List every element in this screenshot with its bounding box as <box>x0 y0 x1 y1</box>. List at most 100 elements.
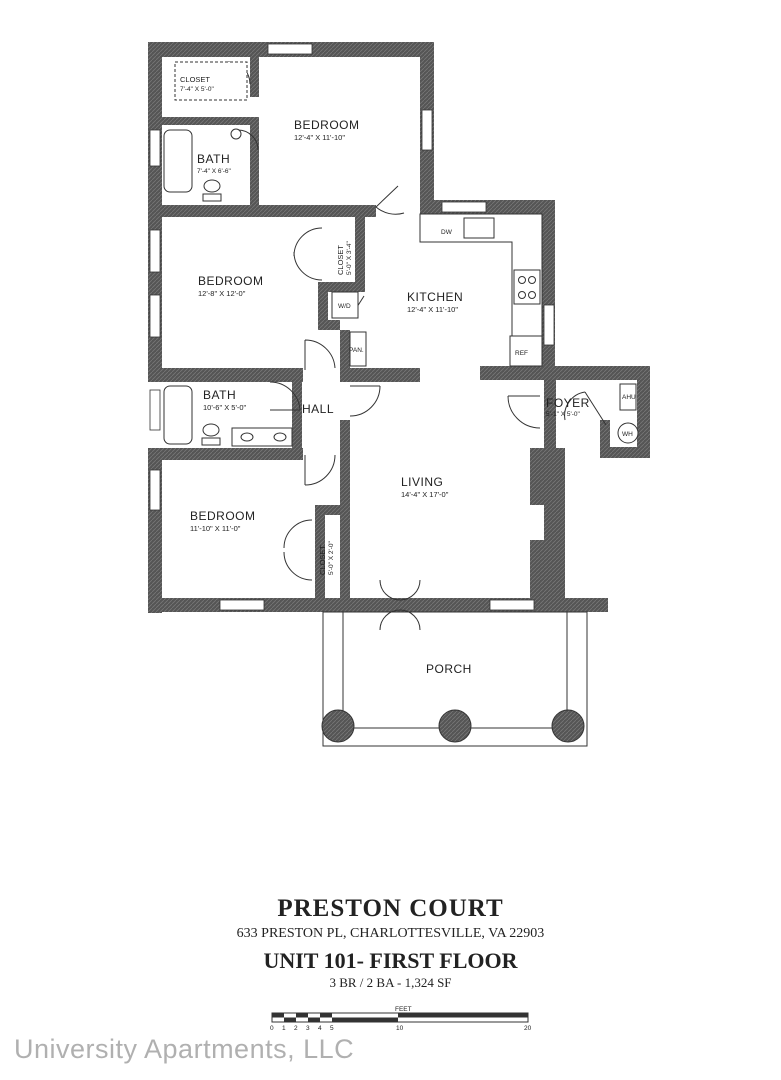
wall-hall-top-r <box>340 368 420 382</box>
ahu-label: AHU <box>622 394 636 401</box>
scale-segment <box>296 1013 308 1018</box>
toilet-tank-mid <box>201 437 221 446</box>
window <box>267 43 313 55</box>
wall-closet-right <box>250 57 259 97</box>
doors <box>227 61 607 631</box>
unit-summary: 3 BR / 2 BA - 1,324 SF <box>329 975 452 990</box>
wall-foyer-top <box>480 366 650 380</box>
scale-tick-label: 4 <box>318 1025 322 1032</box>
building-name: PRESTON COURT <box>277 895 504 922</box>
window <box>441 201 487 213</box>
scale-tick-label: 3 <box>306 1025 310 1032</box>
porch <box>321 611 588 747</box>
bath-mid-dims: 10'-6" X 5'-0" <box>203 403 247 412</box>
burner <box>518 276 526 284</box>
kitchen-name: KITCHEN <box>407 290 463 304</box>
pantry-label: PAN. <box>349 347 364 354</box>
wall-pan <box>340 330 350 370</box>
wall-hall-top <box>148 368 303 382</box>
wall-wd-bottom <box>318 320 340 330</box>
door-bedroom2 <box>304 339 336 370</box>
scale-segment <box>320 1013 332 1018</box>
porch-column <box>438 709 472 743</box>
window <box>219 599 265 611</box>
porch-label: PORCH <box>426 662 472 676</box>
window <box>421 109 433 151</box>
bath-mid-name: BATH <box>203 388 236 402</box>
toilet-tank-top <box>202 193 222 202</box>
scale-label: FEET <box>395 1006 412 1013</box>
bedroom-2-dims: 12'-8" X 12'-0" <box>198 289 246 298</box>
burner <box>518 291 526 299</box>
bathtub-mid <box>163 385 193 445</box>
dw-label: DW <box>441 229 453 236</box>
door-bath-mid <box>269 381 301 411</box>
toilet-mid <box>202 423 220 437</box>
wall-foyer-mid <box>600 420 610 458</box>
sink-top <box>230 128 242 140</box>
wd-label: W/D <box>338 303 351 310</box>
door-hall-kitchen <box>349 385 381 417</box>
porch-outline <box>322 611 588 747</box>
door-foyer <box>507 395 541 429</box>
closet-mid-dims: 5'-0" X 3'-4" <box>346 240 353 275</box>
wall-foyer-right <box>637 366 650 458</box>
range <box>513 269 541 305</box>
wall-bath-top-right <box>250 117 259 207</box>
wall-wd-left <box>318 282 328 327</box>
kitchen-sink <box>463 217 495 239</box>
wall-bedroom2-right <box>355 212 365 282</box>
scale-segment <box>308 1017 320 1022</box>
wall-bottom <box>148 598 608 612</box>
ahu-unit <box>619 383 637 411</box>
scale-segment <box>398 1013 528 1018</box>
window <box>149 469 161 511</box>
scale-segment <box>272 1013 284 1018</box>
scale-segment <box>284 1017 296 1022</box>
door-bedroom3 <box>304 454 336 486</box>
burner <box>528 291 536 299</box>
wall-closet-bot-top <box>315 505 347 515</box>
scale-tick-label: 0 <box>270 1025 274 1032</box>
hall-label: HALL <box>302 402 334 416</box>
scale-tick-label: 20 <box>524 1025 532 1032</box>
bedroom-3-name: BEDROOM <box>190 509 256 523</box>
bath-top-name: BATH <box>197 152 230 166</box>
wall-bedroom1-bottom <box>148 205 376 217</box>
scale-tick-label: 2 <box>294 1025 298 1032</box>
scale-tick-label: 10 <box>396 1025 404 1032</box>
door-closet-mid <box>293 227 323 281</box>
closet-bot-name: CLOSET <box>318 545 327 575</box>
door-foyer-closet <box>564 391 607 426</box>
unit-title: UNIT 101- FIRST FLOOR <box>263 948 518 973</box>
porch-column <box>551 709 585 743</box>
wall-foyer-bottom <box>600 447 650 458</box>
door-bedroom1 <box>375 185 405 215</box>
fireplace <box>530 448 565 598</box>
door-bath-top <box>237 129 259 151</box>
refrigerator <box>509 335 543 367</box>
bathtub-top <box>163 129 193 193</box>
closet-mid-name: CLOSET <box>336 245 345 275</box>
wall-closet-bath <box>160 117 258 125</box>
foyer-name: FOYER <box>546 396 590 410</box>
window <box>149 129 161 167</box>
sink-mid-1 <box>240 432 254 442</box>
scale-bar: FEET 0 1 2 3 4 5 10 20 <box>270 1006 532 1032</box>
scale-tick-label: 5 <box>330 1025 334 1032</box>
burner <box>528 276 536 284</box>
toilet-top <box>203 179 221 193</box>
window <box>149 389 161 431</box>
living-name: LIVING <box>401 475 443 489</box>
foyer-dims: 5'-1" X 5'-0" <box>546 411 581 418</box>
building-address: 633 PRESTON PL, CHARLOTTESVILLE, VA 2290… <box>236 926 545 941</box>
bedroom-2-name: BEDROOM <box>198 274 264 288</box>
closet-top-name: CLOSET <box>180 75 210 84</box>
wd-unit <box>331 291 359 319</box>
room-labels: CLOSET 7'-4" X 5'-0" BATH 7'-4" X 6'-6" … <box>180 75 636 676</box>
bedroom-1-dims: 12'-4" X 11'-10" <box>294 133 345 142</box>
scale-tick-label: 1 <box>282 1025 286 1032</box>
living-dims: 14'-4" X 17'-0" <box>401 490 449 499</box>
bath-top-dims: 7'-4" X 6'-6" <box>197 168 232 175</box>
